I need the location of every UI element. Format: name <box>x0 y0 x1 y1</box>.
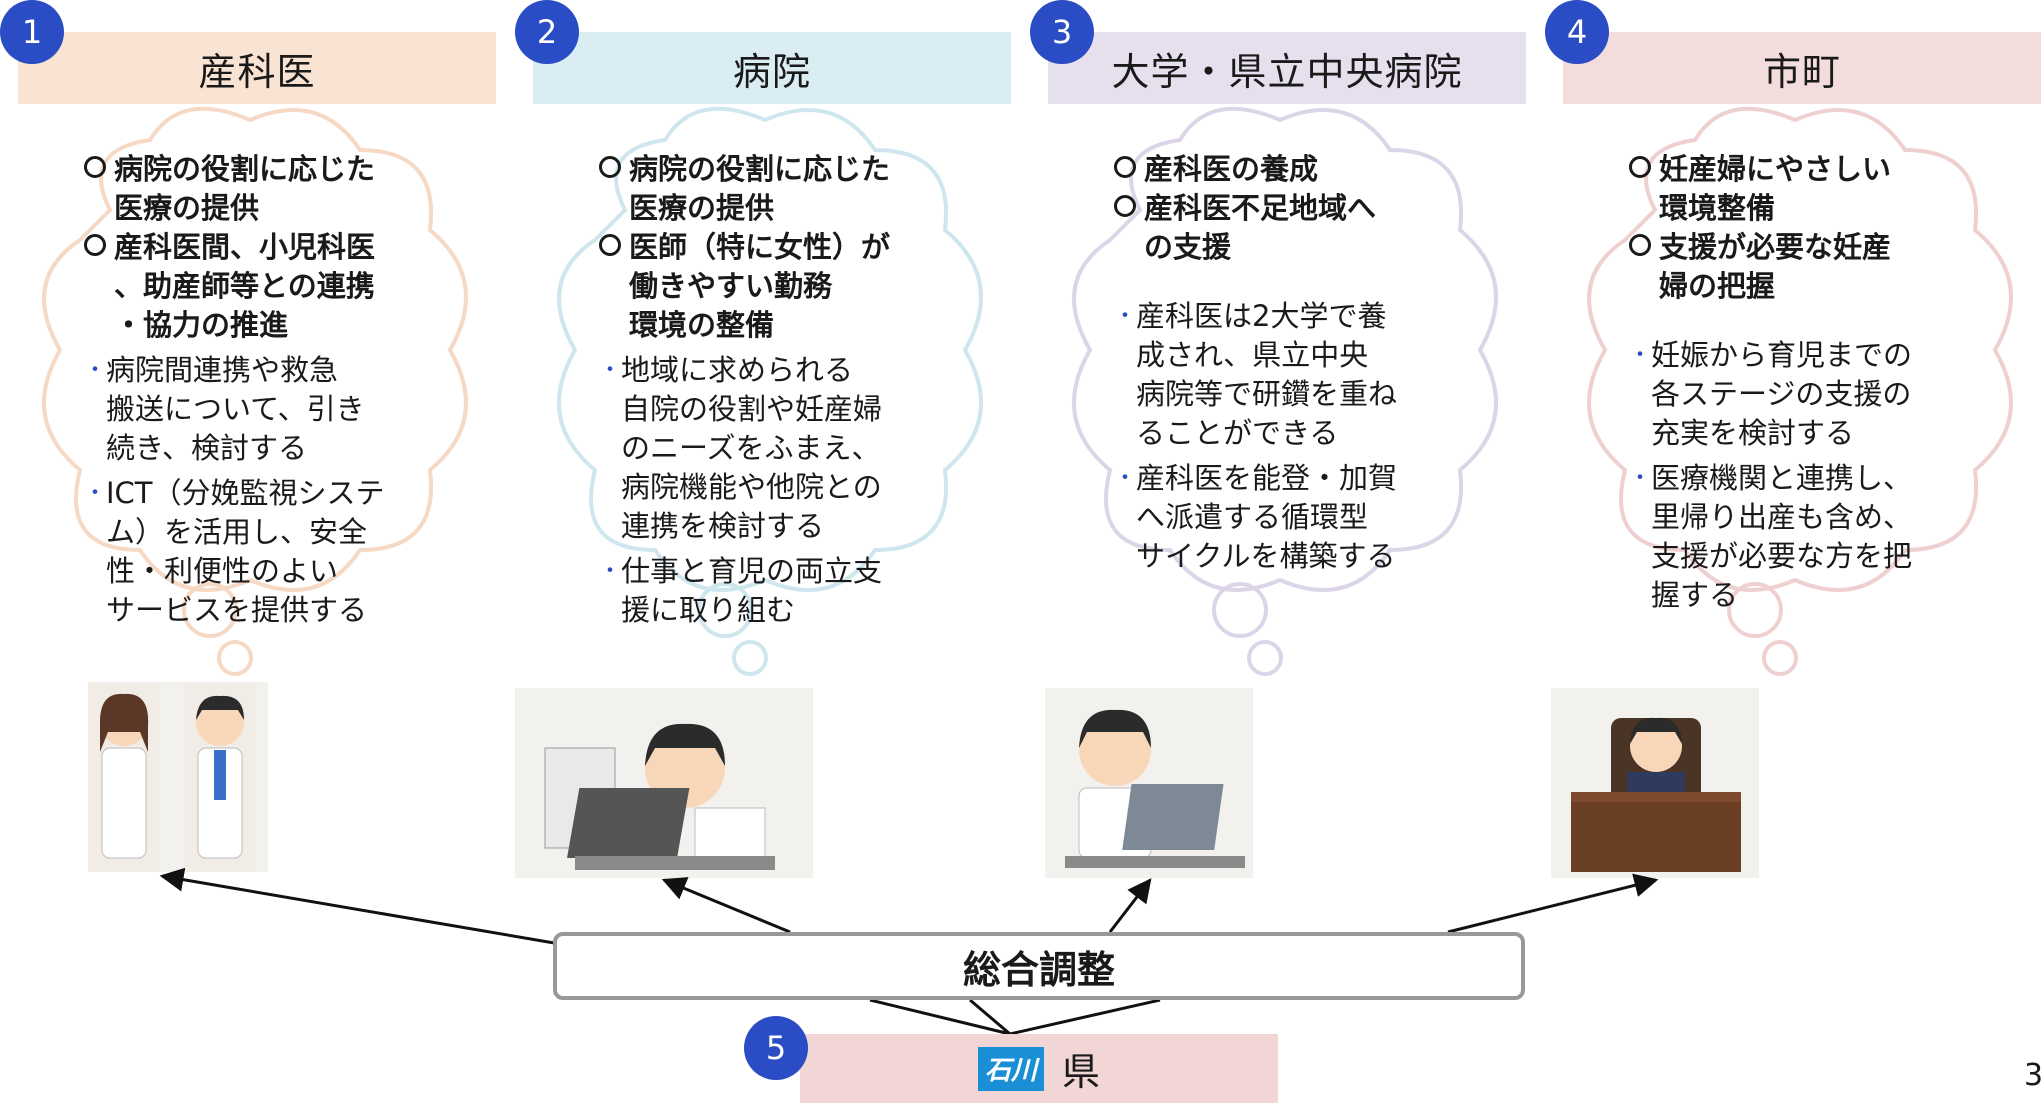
page-number: 3 <box>2024 1058 2043 1093</box>
prefecture-logo-icon: 石川 <box>977 1046 1044 1091</box>
thought-cloud <box>1072 106 1498 676</box>
laptop-doctor-illustration <box>1045 688 1253 878</box>
dot-item: ・病院間連携や救急搬送について、引き続き、検討する <box>84 353 365 465</box>
circle-item: 病院の役割に応じた医療の提供 <box>84 150 464 228</box>
column-obstetrician: 産科医 1 病院の役割に応じた医療の提供 産科医間、小児科医、助産師等との連携・… <box>0 0 496 880</box>
number-badge: 3 <box>1030 0 1094 64</box>
dot-item: ・ICT（分娩監視システム）を活用し、安全性・利便性のよいサービスを提供する <box>84 476 385 627</box>
dot-item: ・産科医は2大学で養成され、県立中央病院等で研鑽を重ねることができる <box>1114 299 1398 450</box>
circle-item: 医師（特に女性）が働きやすい勤務環境の整備 <box>599 228 979 345</box>
mayor-at-desk-illustration <box>1551 688 1759 878</box>
column-header: 市町 <box>1563 32 2041 104</box>
bullet-list: 病院の役割に応じた医療の提供 産科医間、小児科医、助産師等との連携・協力の推進 … <box>84 150 464 630</box>
number-badge: 2 <box>515 0 579 64</box>
dot-item: ・妊娠から育児までの各ステージの支援の充実を検討する <box>1629 338 1913 450</box>
arrow-to-obstetrician <box>159 867 561 946</box>
column-header: 大学・県立中央病院 <box>1048 32 1526 104</box>
bullet-list: 産科医の養成 産科医不足地域への支援 ・産科医は2大学で養成され、県立中央病院等… <box>1114 150 1494 576</box>
dot-item: ・地域に求められる自院の役割や妊産婦のニーズをふまえ、病院機能や他院との連携を検… <box>599 353 883 543</box>
arrow-to-municipality <box>1447 873 1659 934</box>
column-hospital: 病院 2 病院の役割に応じた医療の提供 医師（特に女性）が働きやすい勤務環境の整… <box>515 0 1011 880</box>
column-header: 病院 <box>533 32 1011 104</box>
connector-center <box>969 998 1011 1036</box>
coordination-box: 総合調整 <box>553 932 1525 1000</box>
column-municipality: 市町 4 妊産婦にやさしい環境整備 支援が必要な妊産婦の把握 ・妊娠から育児まで… <box>1545 0 2041 880</box>
arrow-to-university-hospital <box>1108 878 1152 933</box>
dot-item: ・仕事と育児の両立支援に取り組む <box>599 554 883 627</box>
circle-item: 産科医の養成 <box>1114 150 1494 189</box>
number-badge: 1 <box>0 0 64 64</box>
column-university-hospital: 大学・県立中央病院 3 産科医の養成 産科医不足地域への支援 ・産科医は2大学で… <box>1030 0 1526 880</box>
doctors-illustration <box>88 682 268 872</box>
prefecture-label: 県 <box>1061 1050 1100 1094</box>
arrow-to-hospital <box>661 877 791 934</box>
circle-item: 支援が必要な妊産婦の把握 <box>1629 228 2009 306</box>
bullet-list: 病院の役割に応じた医療の提供 医師（特に女性）が働きやすい勤務環境の整備 ・地域… <box>599 150 979 630</box>
circle-item: 産科医不足地域への支援 <box>1114 189 1494 267</box>
dot-item: ・産科医を能登・加賀へ派遣する循環型サイクルを構築する <box>1114 461 1398 573</box>
thought-cloud <box>557 106 983 676</box>
circle-item: 妊産婦にやさしい環境整備 <box>1629 150 2009 228</box>
number-badge: 5 <box>744 1016 808 1080</box>
connector-right <box>1009 998 1161 1036</box>
bullet-list: 妊産婦にやさしい環境整備 支援が必要な妊産婦の把握 ・妊娠から育児までの各ステー… <box>1629 150 2009 615</box>
number-badge: 4 <box>1545 0 1609 64</box>
circle-item: 産科医間、小児科医、助産師等との連携・協力の推進 <box>84 228 464 345</box>
prefecture-box: 石川 県 <box>800 1034 1278 1103</box>
column-header: 産科医 <box>18 32 496 104</box>
circle-item: 病院の役割に応じた医療の提供 <box>599 150 979 228</box>
busy-doctor-illustration <box>515 688 813 878</box>
connector-left <box>869 998 1011 1036</box>
dot-item: ・医療機関と連携し、里帰り出産も含め、支援が必要な方を把握する <box>1629 461 1913 612</box>
thought-cloud <box>42 106 468 676</box>
thought-cloud <box>1587 106 2013 676</box>
